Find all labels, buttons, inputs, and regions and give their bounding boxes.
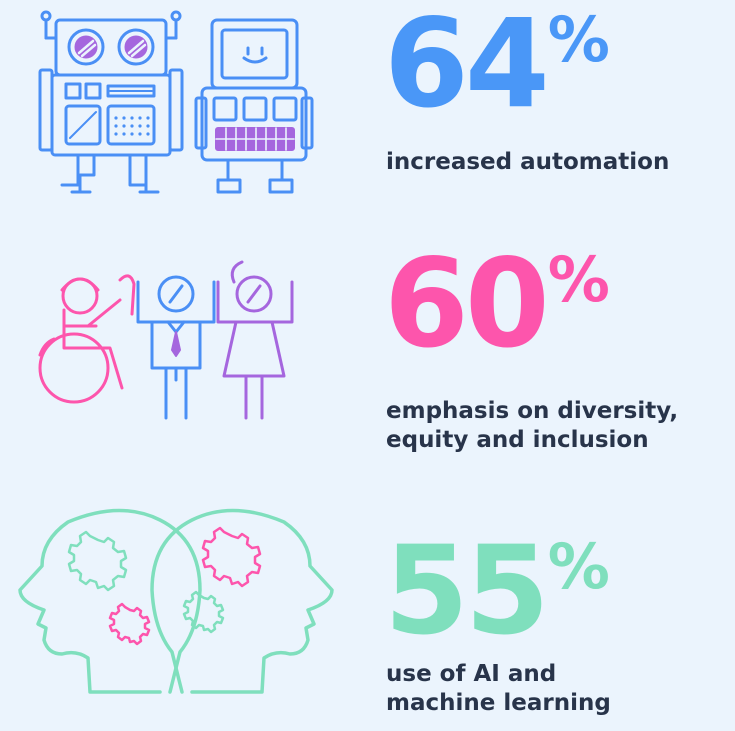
stat-value-digits: 64 [384, 0, 550, 135]
stat-label: emphasis on diversity, equity and inclus… [386, 398, 679, 453]
stat-automation: 64% increased automation [0, 0, 735, 230]
stat-value: 55% [384, 530, 610, 652]
stat-diversity: 60% emphasis on diversity, equity and in… [0, 230, 735, 480]
stat-ai: 55% use of AI and machine learning [0, 480, 735, 731]
stat-label: use of AI and machine learning [386, 661, 611, 716]
stat-value-digits: 60 [384, 233, 550, 375]
diverse-people-icon [38, 260, 294, 420]
stat-value: 64% [384, 3, 610, 125]
stat-value-unit: % [547, 530, 610, 603]
stat-value-digits: 55 [384, 520, 550, 662]
robots-icon [38, 10, 314, 194]
stat-value-unit: % [547, 243, 610, 316]
stat-label: increased automation [386, 149, 670, 175]
stat-value: 60% [384, 243, 610, 365]
stat-value-unit: % [547, 3, 610, 76]
heads-gears-icon [18, 508, 334, 694]
